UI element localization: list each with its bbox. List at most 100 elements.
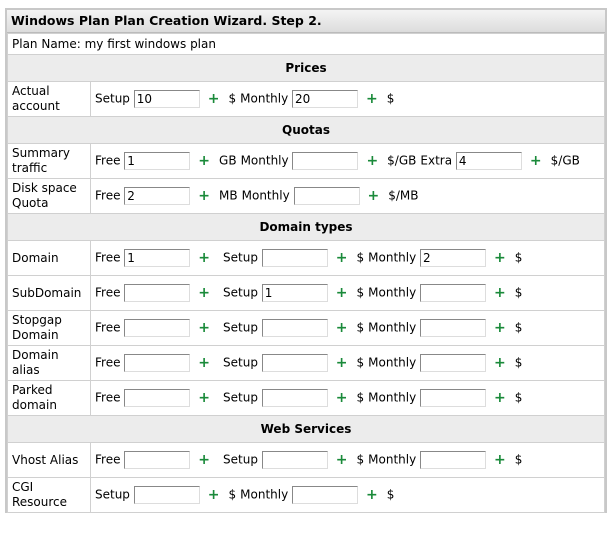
row-label: Summary traffic: [7, 143, 91, 179]
field-group: Setup +$: [223, 319, 364, 337]
free-input[interactable]: [124, 389, 191, 407]
plus-icon[interactable]: +: [335, 249, 348, 266]
field-unit: $: [356, 250, 365, 265]
field-prefix: Free: [95, 188, 121, 203]
setup-input[interactable]: [133, 486, 200, 504]
section-header-row: Web Services: [7, 415, 605, 443]
field-unit: $: [514, 320, 523, 335]
field-group: Setup +$: [223, 354, 364, 372]
plus-icon[interactable]: +: [335, 354, 348, 371]
field-prefix: Setup: [95, 487, 130, 502]
free-input[interactable]: [124, 249, 191, 267]
row-label: SubDomain: [7, 275, 91, 311]
row-label: Vhost Alias: [7, 442, 91, 478]
setup-input[interactable]: [261, 284, 328, 302]
section-header: Web Services: [7, 415, 605, 443]
monthly-input[interactable]: [420, 354, 487, 372]
free-input[interactable]: [124, 187, 191, 205]
setup-input[interactable]: [261, 249, 328, 267]
row-fields: Free + Setup + $Monthly +$: [90, 442, 605, 478]
field-unit: $: [356, 452, 365, 467]
plus-icon[interactable]: +: [198, 249, 211, 266]
monthly-input[interactable]: [292, 152, 359, 170]
plus-icon[interactable]: +: [198, 354, 211, 371]
row-fields: Setup +$Monthly +$: [90, 81, 605, 117]
free-input[interactable]: [124, 284, 191, 302]
plus-icon[interactable]: +: [367, 187, 380, 204]
field-prefix: Free: [95, 153, 121, 168]
monthly-input[interactable]: [420, 249, 487, 267]
plus-icon[interactable]: +: [335, 451, 348, 468]
setup-input[interactable]: [261, 389, 328, 407]
section-header: Prices: [7, 54, 605, 82]
plus-icon[interactable]: +: [335, 319, 348, 336]
field-group: Setup +$: [95, 486, 236, 504]
plus-icon[interactable]: +: [494, 389, 506, 406]
row-fields: Free +Setup +$Monthly +$: [90, 240, 605, 276]
monthly-input[interactable]: [420, 284, 487, 302]
monthly-input[interactable]: [293, 187, 360, 205]
plus-icon[interactable]: +: [198, 152, 211, 169]
field-prefix: Monthly: [240, 487, 289, 502]
field-group: Free +: [95, 451, 219, 469]
field-prefix: Monthly: [368, 452, 417, 467]
field-group: Setup +$: [223, 284, 364, 302]
setup-input[interactable]: [261, 319, 328, 337]
plus-icon[interactable]: +: [198, 451, 211, 468]
plus-icon[interactable]: +: [494, 249, 506, 266]
plus-icon[interactable]: +: [366, 90, 378, 107]
field-group: Free +: [95, 319, 219, 337]
monthly-input[interactable]: [420, 389, 487, 407]
plus-icon[interactable]: +: [335, 389, 348, 406]
field-unit: $: [514, 285, 523, 300]
field-group: Free +GB: [95, 152, 237, 170]
row-label: CGI Resource: [7, 477, 91, 513]
monthly-input[interactable]: [292, 486, 359, 504]
field-prefix: Monthly: [368, 390, 417, 405]
plus-icon[interactable]: +: [198, 389, 211, 406]
plus-icon[interactable]: +: [366, 152, 379, 169]
extra-input[interactable]: [455, 152, 522, 170]
plus-icon[interactable]: +: [494, 354, 506, 371]
wizard-panel: Windows Plan Plan Creation Wizard. Step …: [5, 8, 607, 513]
setup-input[interactable]: [261, 451, 328, 469]
free-input[interactable]: [124, 451, 191, 469]
plus-icon[interactable]: +: [494, 319, 506, 336]
plus-icon[interactable]: +: [335, 284, 348, 301]
plus-icon[interactable]: +: [198, 187, 211, 204]
free-input[interactable]: [124, 354, 191, 372]
plus-icon[interactable]: +: [366, 486, 378, 503]
plus-icon[interactable]: +: [529, 152, 542, 169]
section-header: Quotas: [7, 116, 605, 144]
field-group: Monthly +$/GB: [241, 152, 416, 170]
setup-input[interactable]: [261, 354, 328, 372]
plus-icon[interactable]: +: [207, 90, 220, 107]
free-input[interactable]: [124, 319, 191, 337]
field-group: Monthly +$: [368, 451, 522, 469]
setup-input[interactable]: [133, 90, 200, 108]
plus-icon[interactable]: +: [198, 284, 211, 301]
field-prefix: Monthly: [368, 285, 417, 300]
field-prefix: Free: [95, 320, 121, 335]
field-prefix: Monthly: [241, 188, 290, 203]
field-unit: MB: [219, 188, 238, 203]
plus-icon[interactable]: +: [494, 284, 506, 301]
field-prefix: Setup: [223, 452, 258, 467]
plus-icon[interactable]: +: [198, 319, 211, 336]
row-label: Domain alias: [7, 345, 91, 381]
field-group: Extra +$/GB: [420, 152, 580, 170]
monthly-input[interactable]: [292, 90, 359, 108]
plus-icon[interactable]: +: [494, 451, 506, 468]
free-input[interactable]: [124, 152, 191, 170]
field-prefix: Setup: [223, 250, 258, 265]
plus-icon[interactable]: +: [207, 486, 220, 503]
monthly-input[interactable]: [420, 319, 487, 337]
field-prefix: Free: [95, 452, 121, 467]
monthly-input[interactable]: [420, 451, 487, 469]
field-prefix: Setup: [223, 285, 258, 300]
